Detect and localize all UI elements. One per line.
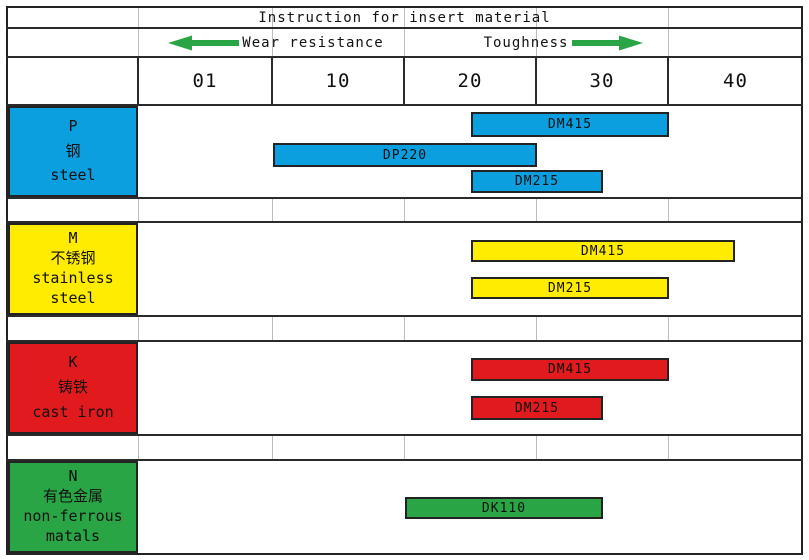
- material-label-line: steel: [50, 289, 96, 307]
- wear-resistance-arrow-icon: [168, 35, 239, 51]
- row-divider-line: [6, 56, 803, 58]
- column-gridline: [272, 317, 273, 340]
- column-gridline: [138, 199, 139, 221]
- grade-bar-P-DM215: DM215: [471, 170, 603, 193]
- grade-bar-K-DM415: DM415: [471, 358, 669, 381]
- row-divider-line: [6, 434, 803, 436]
- table-outer-border: [6, 6, 803, 555]
- row-divider-line: [6, 459, 803, 461]
- column-gridline: [404, 436, 405, 459]
- column-gridline: [138, 317, 139, 340]
- material-label-line: K: [68, 353, 78, 372]
- column-gridline: [668, 436, 669, 459]
- header-column-divider: [667, 58, 669, 104]
- column-gridline: [404, 199, 405, 221]
- material-label-line: stainless: [32, 269, 114, 288]
- column-gridline: [272, 199, 273, 221]
- wear-resistance-label: Wear resistance: [242, 35, 384, 51]
- column-gridline: [404, 29, 405, 56]
- material-label-line: non-ferrous: [23, 507, 123, 526]
- header-column-divider: [137, 58, 139, 104]
- header-column-divider: [535, 58, 537, 104]
- grade-bar-M-DM415: DM415: [471, 240, 735, 262]
- column-gridline: [272, 8, 273, 27]
- axis-tick-10: 10: [325, 70, 351, 92]
- toughness-label: Toughness: [483, 35, 569, 51]
- column-gridline: [138, 436, 139, 459]
- material-label-line: N: [68, 467, 78, 486]
- grade-bar-P-DM415: DM415: [471, 112, 669, 137]
- column-gridline: [536, 8, 537, 27]
- material-label-line: cast iron: [32, 403, 114, 422]
- row-divider-line: [6, 27, 803, 29]
- column-gridline: [536, 29, 537, 56]
- column-gridline: [404, 8, 405, 27]
- column-gridline: [272, 29, 273, 56]
- row-divider-line: [6, 221, 803, 223]
- material-label-line: 有色金属: [42, 487, 103, 506]
- toughness-arrow-icon: [572, 35, 643, 51]
- column-gridline: [668, 29, 669, 56]
- axis-tick-20: 20: [457, 70, 483, 92]
- row-divider-line: [6, 197, 803, 199]
- column-gridline: [668, 199, 669, 221]
- axis-tick-40: 40: [723, 70, 748, 92]
- row-divider-line: [6, 104, 803, 106]
- material-label-line: 不锈钢: [50, 249, 96, 268]
- grade-bar-P-DP220: DP220: [273, 143, 537, 167]
- column-gridline: [272, 436, 273, 459]
- axis-tick-01: 01: [192, 70, 218, 92]
- material-label-line: 钢: [65, 141, 81, 160]
- column-gridline: [536, 436, 537, 459]
- material-label-K: K 铸铁 cast iron: [8, 342, 138, 434]
- column-gridline: [668, 317, 669, 340]
- grade-bar-N-DK110: DK110: [405, 497, 603, 519]
- column-gridline: [138, 29, 139, 56]
- material-label-line: M: [68, 229, 78, 248]
- column-gridline: [536, 317, 537, 340]
- material-label-line: matals: [45, 527, 101, 545]
- material-label-line: P: [68, 116, 78, 135]
- material-label-line: steel: [50, 166, 96, 185]
- header-column-divider: [271, 58, 273, 104]
- grade-bar-M-DM215: DM215: [471, 277, 669, 299]
- row-divider-line: [6, 315, 803, 317]
- page-title: Instruction for insert material: [258, 9, 551, 26]
- column-gridline: [138, 8, 139, 27]
- grade-bar-K-DM215: DM215: [471, 396, 603, 420]
- material-label-line: 铸铁: [57, 378, 88, 397]
- column-gridline: [668, 8, 669, 27]
- row-divider-line: [6, 340, 803, 342]
- axis-tick-30: 30: [589, 70, 615, 92]
- header-column-divider: [403, 58, 405, 104]
- column-gridline: [404, 317, 405, 340]
- column-gridline: [536, 199, 537, 221]
